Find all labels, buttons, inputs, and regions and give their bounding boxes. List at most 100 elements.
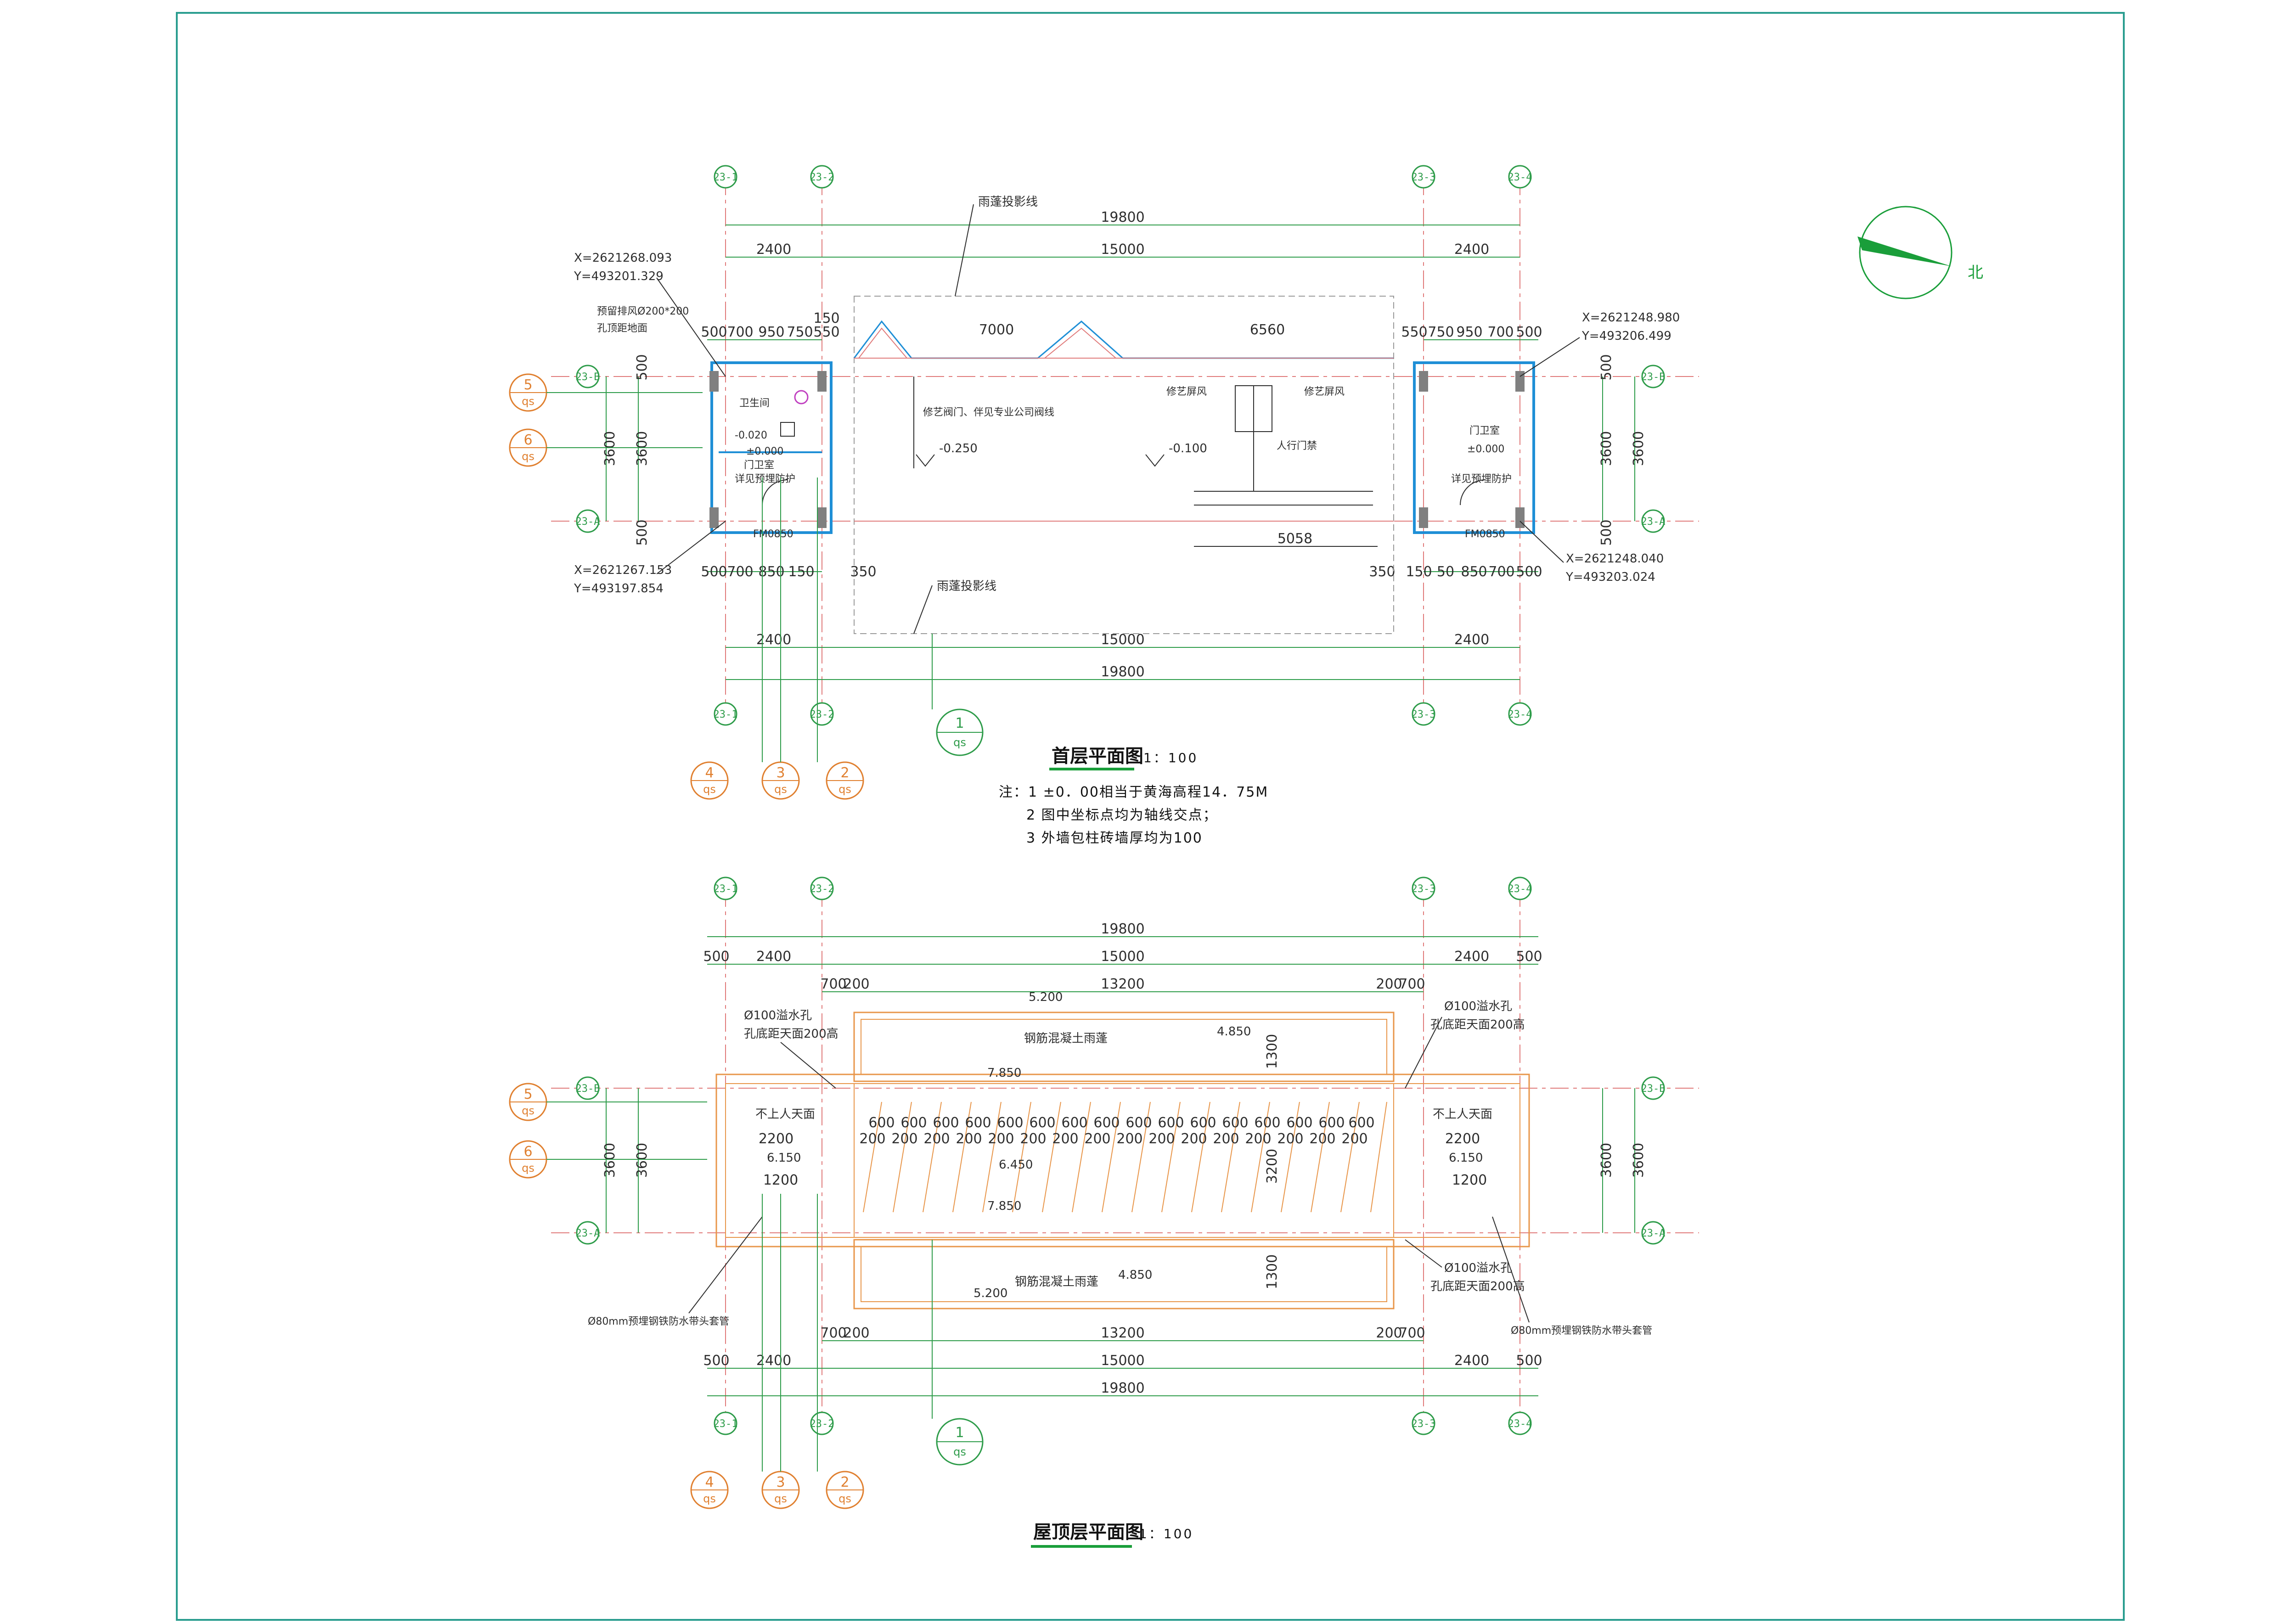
grid-bubbles-side: 23-B 23-A 23-B 23-A [576, 365, 1665, 533]
dim-room: 700 [727, 564, 753, 580]
louvre-gap: 200 [956, 1131, 982, 1147]
dim-bay: 2400 [1454, 1353, 1489, 1369]
dim-bay: 2400 [756, 242, 791, 258]
dim-room: 550 [813, 324, 839, 340]
dim-vertical: 3600 [634, 1143, 650, 1178]
elevation-mark: 4.850 [1217, 1025, 1251, 1039]
grid-label: 23-A [1641, 1228, 1666, 1239]
canopy-label: 钢筋混凝土雨蓬 [1024, 1032, 1108, 1045]
drain-note: Ø100溢水孔 [744, 1009, 812, 1023]
dim-inner: 200 [843, 1325, 869, 1341]
dim-inner: 700 [1399, 1325, 1425, 1341]
louvre-gap: 200 [1052, 1131, 1078, 1147]
elevation-mark: -0.250 [939, 442, 978, 455]
section-ref: qs [953, 1445, 966, 1458]
louvre-dim: 600 [1222, 1115, 1248, 1131]
grid-label: 23-B [576, 1083, 600, 1095]
grid-bubbles-bottom: 23-1 23-2 23-3 23-4 [714, 702, 1532, 726]
grid-label: 23-2 [810, 883, 834, 895]
plan-scale: 1：100 [1143, 750, 1198, 765]
louvre-gap: 200 [891, 1131, 917, 1147]
drain-note: 孔底距天面200高 [744, 1027, 838, 1041]
grid-label: 23-1 [714, 172, 738, 183]
grid-label: 23-2 [810, 1418, 834, 1430]
pipe-note: Ø80mm预埋钢铁防水带头套管 [588, 1316, 729, 1327]
section-number: 1 [955, 715, 964, 731]
left-guard-house: 卫生间 门卫室 -0.020 ±0.000 详见预埋防护 FM0850 [709, 361, 833, 540]
elevation-mark: ±0.000 [1467, 444, 1504, 455]
dim-room: 850 [1461, 564, 1487, 580]
section-ref: qs [774, 783, 787, 796]
dim-bay: 15000 [1101, 949, 1144, 965]
dim-room: 700 [1487, 324, 1514, 340]
section-ref: qs [703, 1492, 716, 1505]
louvre-dim: 600 [1158, 1115, 1184, 1131]
general-note: 2 图中坐标点均为轴线交点； [1026, 807, 1218, 823]
grid-label: 23-1 [714, 883, 738, 895]
section-number: 3 [776, 765, 785, 781]
dim-bay: 500 [703, 949, 729, 965]
dim-vertical: 500 [1598, 354, 1615, 380]
dim-vertical: 500 [1598, 519, 1615, 545]
right-guard-house: 门卫室 ±0.000 详见预埋防护 FM0850 [1413, 361, 1535, 540]
dim-1200: 1200 [1452, 1172, 1487, 1188]
coordinate: X=2621267.153 [574, 563, 672, 577]
dim-inner: 200 [843, 976, 869, 992]
dim-vertical: 3600 [1631, 1143, 1647, 1178]
fence-note: 修艺屏风 [1304, 386, 1345, 398]
dim-room: 150 [1406, 564, 1432, 580]
gate-note: 修艺阀门、伴见专业公司阀线 [923, 407, 1054, 418]
louvre-dim: 600 [965, 1115, 991, 1131]
coordinate: X=2621248.980 [1582, 311, 1680, 325]
dim-bay: 500 [703, 1353, 729, 1369]
section-number: 4 [705, 1474, 714, 1490]
grid-label: 23-1 [714, 709, 738, 720]
elevation-mark: 5.200 [974, 1287, 1007, 1300]
grid-label: 23-A [576, 516, 600, 528]
grid-label: 23-3 [1412, 1418, 1436, 1430]
louvre-gap: 200 [1245, 1131, 1271, 1147]
elevation-mark: 4.850 [1118, 1268, 1152, 1282]
louvre-gap: 200 [1148, 1131, 1175, 1147]
canopy-dim: 6560 [1250, 322, 1285, 338]
north-arrow-icon: 北 [1857, 206, 1983, 299]
louvre-gap: 200 [859, 1131, 885, 1147]
elevation-mark: 7.850 [987, 1199, 1021, 1213]
dim-bay: 2400 [756, 632, 791, 648]
dim-overall-bottom: 19800 [1101, 1380, 1144, 1396]
elevation-mark: 5.200 [1029, 990, 1063, 1004]
louvre-dim: 600 [1318, 1115, 1345, 1131]
coordinate: Y=493203.024 [1565, 570, 1655, 584]
dim-1300: 1300 [1264, 1034, 1280, 1069]
plan-scale: 1：100 [1139, 1526, 1193, 1541]
dim-inner: 700 [820, 976, 846, 992]
louvre-gap: 200 [1181, 1131, 1207, 1147]
vent-note: 预留排风Ø200*200 [597, 306, 689, 317]
coordinate: Y=493206.499 [1581, 329, 1671, 343]
dim-room: 550 [1401, 324, 1427, 340]
louvre-dim: 600 [1286, 1115, 1312, 1131]
louvre-dim: 600 [1061, 1115, 1087, 1131]
dim-inner: 13200 [1101, 976, 1144, 992]
section-number: 4 [705, 765, 714, 781]
door-code: FM0850 [1465, 528, 1505, 540]
louvre-dim: 600 [1125, 1115, 1152, 1131]
dim-room: 500 [1516, 564, 1542, 580]
dim-room: 700 [1488, 564, 1514, 580]
louvre-gap: 200 [1116, 1131, 1142, 1147]
grid-label: 23-1 [714, 1418, 738, 1430]
louvre-grid [854, 1084, 1394, 1237]
section-number: 6 [523, 432, 532, 448]
drain-note: Ø100溢水孔 [1444, 1261, 1512, 1275]
louvre-gap: 200 [1084, 1131, 1110, 1147]
grid-label: 23-4 [1508, 709, 1532, 720]
elevation-mark: 6.150 [1449, 1151, 1483, 1165]
wall-note: 详见预埋防护 [1451, 473, 1512, 485]
ground-floor-plan: 23-1 23-2 23-3 23-4 23-1 23-2 23-3 23-4 … [509, 165, 1699, 846]
elevation-mark: 6.450 [999, 1158, 1033, 1172]
dim-vertical: 3600 [602, 1143, 618, 1178]
grid-label: 23-4 [1508, 172, 1532, 183]
grid-bubbles-top: 23-1 23-2 23-3 23-4 [714, 165, 1532, 189]
dim-vertical: 3600 [1631, 431, 1647, 466]
section-number: 3 [776, 1474, 785, 1490]
